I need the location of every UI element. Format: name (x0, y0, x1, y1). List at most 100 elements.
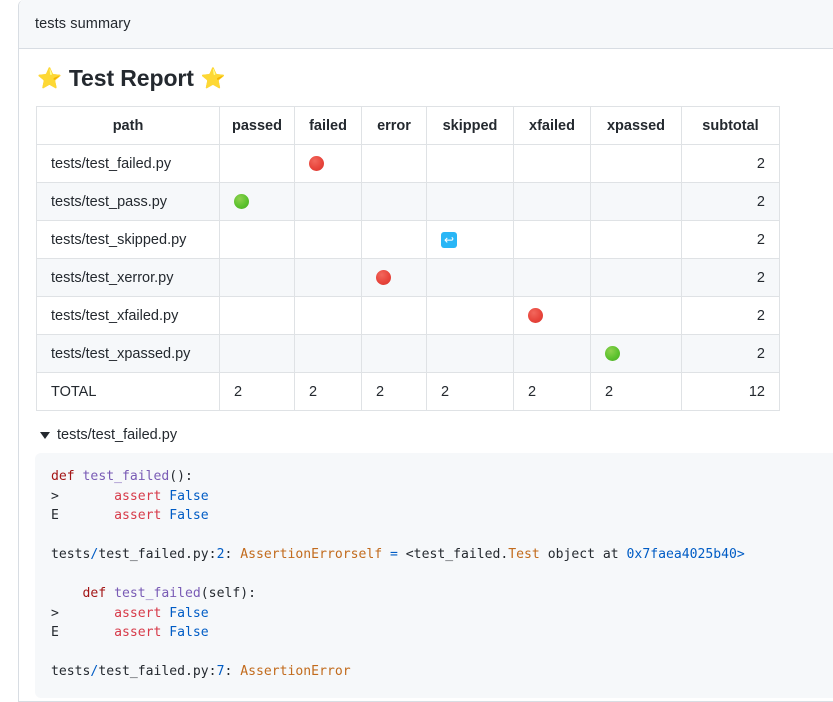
cell-error (361, 334, 427, 373)
column-header-skipped[interactable]: skipped (426, 106, 514, 145)
cell-path: tests/test_failed.py (36, 144, 220, 183)
code-token: test_failed.py: (98, 664, 217, 679)
cell-xpassed (590, 144, 682, 183)
cell-error (361, 258, 427, 297)
code-token: <test_failed. (405, 547, 509, 562)
red-circle-icon (309, 156, 324, 172)
cell-total-error: 2 (361, 372, 427, 411)
code-token: tests (51, 547, 91, 562)
code-token: : (224, 547, 241, 562)
cell-skipped (426, 296, 514, 335)
code-token: test_failed.py: (98, 547, 217, 562)
cell-xfailed (513, 220, 591, 259)
cell-xpassed (590, 220, 682, 259)
code-token: / (90, 664, 99, 679)
page-title: ⭐ Test Report ⭐ (37, 65, 832, 92)
star-icon-left: ⭐ (37, 67, 62, 90)
cell-subtotal: 2 (681, 220, 780, 259)
column-header-error[interactable]: error (361, 106, 427, 145)
cell-skipped (426, 144, 514, 183)
code-token: 2 (216, 547, 225, 562)
cell-xpassed (590, 182, 682, 221)
cell-path: tests/test_xfailed.py (36, 296, 220, 335)
column-header-subtotal[interactable]: subtotal (681, 106, 780, 145)
column-header-xpassed[interactable]: xpassed (590, 106, 682, 145)
green-circle-icon (234, 194, 249, 210)
code-token: / (90, 547, 99, 562)
code-token: False (169, 625, 209, 640)
cell-xpassed (590, 258, 682, 297)
cell-path: tests/test_xerror.py (36, 258, 220, 297)
cell-total-xpassed: 2 (590, 372, 682, 411)
cell-subtotal: 2 (681, 258, 780, 297)
cell-passed (219, 334, 295, 373)
green-circle-icon (605, 346, 620, 362)
code-token: object at (539, 547, 627, 562)
chevron-down-icon (40, 432, 50, 439)
code-token: tests (51, 664, 91, 679)
cell-error (361, 296, 427, 335)
column-header-path[interactable]: path (36, 106, 220, 145)
tests-summary-panel: tests summary ⭐ Test Report ⭐ path passe… (18, 0, 833, 702)
code-token: = (390, 547, 406, 562)
code-token: AssertionError (240, 664, 351, 679)
cell-xpassed (590, 334, 682, 373)
page-title-text: Test Report (68, 65, 194, 91)
code-token: 7 (216, 664, 225, 679)
skip-arrow-icon (441, 231, 457, 248)
cell-xpassed (590, 296, 682, 335)
code-token: E (51, 508, 115, 523)
code-token: Test (508, 547, 540, 562)
code-token: E (51, 625, 115, 640)
test-report-table: path passed failed error skipped xfailed… (36, 106, 780, 411)
code-token: > (51, 488, 115, 504)
details-summary-label: tests/test_failed.py (57, 427, 178, 443)
cell-failed (294, 296, 362, 335)
code-token: False (169, 488, 209, 504)
star-icon-right: ⭐ (200, 67, 226, 90)
code-token: assert (114, 605, 170, 621)
code-token: (self): (200, 586, 256, 601)
cell-subtotal: 2 (681, 144, 780, 183)
cell-xfailed (513, 296, 591, 335)
cell-error (361, 182, 427, 221)
column-header-failed[interactable]: failed (294, 106, 362, 145)
code-token: def (51, 469, 83, 484)
cell-skipped (426, 182, 514, 221)
code-token: False (169, 508, 209, 523)
cell-subtotal: 2 (681, 334, 780, 373)
cell-path: tests/test_xpassed.py (36, 334, 220, 373)
cell-failed (294, 182, 362, 221)
cell-passed (219, 296, 295, 335)
code-token: > (51, 605, 115, 621)
cell-total-subtotal: 12 (681, 372, 780, 411)
table-row: tests/test_xerror.py 2 (36, 258, 780, 297)
cell-total-label: TOTAL (36, 372, 220, 411)
code-token: : (224, 664, 241, 679)
column-header-xfailed[interactable]: xfailed (513, 106, 591, 145)
code-token: AssertionErrorself (240, 547, 391, 562)
traceback-code-block: def test_failed(): > assert False E asse… (35, 453, 833, 698)
cell-passed (219, 182, 295, 221)
cell-xfailed (513, 144, 591, 183)
code-token: (): (169, 469, 193, 484)
column-header-passed[interactable]: passed (219, 106, 295, 145)
details-summary-toggle[interactable]: tests/test_failed.py (40, 427, 832, 443)
cell-xfailed (513, 258, 591, 297)
cell-xfailed (513, 334, 591, 373)
red-circle-icon (528, 308, 543, 324)
cell-error (361, 220, 427, 259)
code-token: assert (114, 488, 170, 504)
code-token: assert (114, 625, 170, 640)
cell-passed (219, 220, 295, 259)
panel-header-title: tests summary (35, 16, 131, 32)
red-circle-icon (376, 270, 391, 286)
cell-error (361, 144, 427, 183)
code-token: 0x7faea4025b40> (626, 547, 745, 562)
table-row: tests/test_skipped.py2 (36, 220, 780, 259)
cell-xfailed (513, 182, 591, 221)
panel-header: tests summary (19, 0, 833, 49)
table-header-row: path passed failed error skipped xfailed… (36, 106, 780, 145)
